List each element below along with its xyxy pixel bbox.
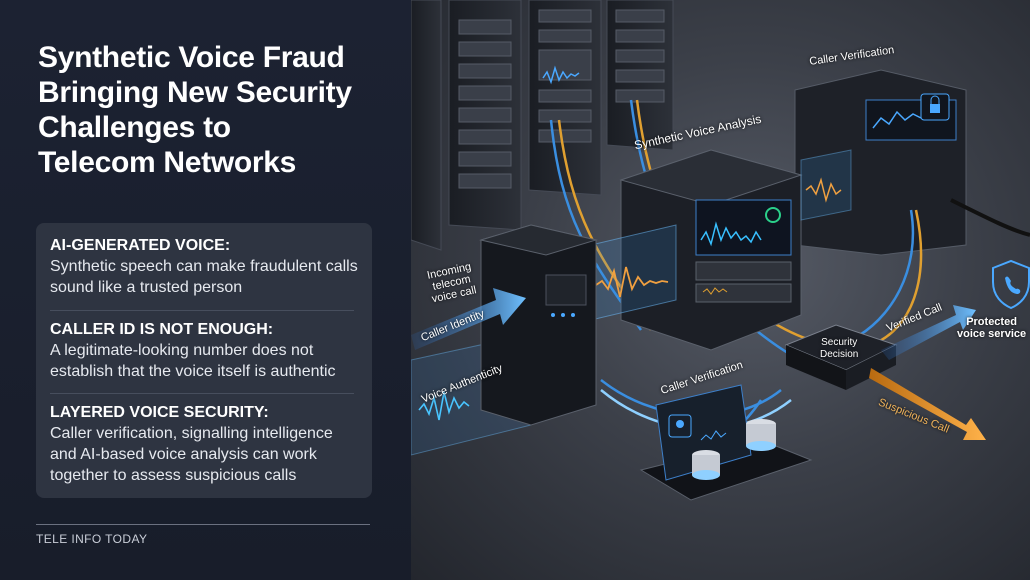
voice-analysis-server xyxy=(619,149,803,351)
network-illustration: Caller Verification Synthetic Voice Anal… xyxy=(411,0,1030,580)
incoming-arrow xyxy=(411,288,526,350)
key-point-title: CALLER ID IS NOT ENOUGH: xyxy=(50,321,274,338)
key-point-body: Caller verification, signalling intellig… xyxy=(50,425,333,484)
voice-waveforms xyxy=(411,149,852,456)
label-protected-service: Protected voice service xyxy=(957,316,1026,340)
label-line: voice service xyxy=(957,328,1027,340)
brand-name: TELE INFO TODAY xyxy=(36,532,148,546)
key-point-body: Synthetic speech can make fraudulent cal… xyxy=(50,258,358,296)
label-line: Decision xyxy=(820,349,859,360)
title-line: Telecom Networks xyxy=(38,146,297,179)
page-title: Synthetic Voice Fraud Bringing New Secur… xyxy=(38,40,398,180)
label-line: Protected xyxy=(966,316,1017,328)
text-panel: Synthetic Voice Fraud Bringing New Secur… xyxy=(0,0,411,580)
user-icon xyxy=(668,414,692,438)
key-point-title: AI-GENERATED VOICE: xyxy=(50,237,231,254)
security-decision-box xyxy=(784,324,898,390)
verification-console xyxy=(639,384,813,501)
verified-arrow xyxy=(881,305,976,360)
label-security-decision: Security Decision xyxy=(820,337,858,361)
phone-shield-icon xyxy=(992,259,1030,310)
title-line: Challenges to xyxy=(38,111,231,144)
title-line: Synthetic Voice Fraud xyxy=(38,41,345,74)
key-point: CALLER ID IS NOT ENOUGH: A legitimate-lo… xyxy=(50,320,360,382)
database-icon xyxy=(692,419,776,480)
key-point: AI-GENERATED VOICE: Synthetic speech can… xyxy=(50,236,360,298)
illustration-graphic xyxy=(411,0,1030,501)
footer-divider xyxy=(36,524,370,525)
key-points-card: AI-GENERATED VOICE: Synthetic speech can… xyxy=(36,223,372,498)
divider xyxy=(50,393,354,394)
divider xyxy=(50,310,354,311)
key-point: LAYERED VOICE SECURITY: Caller verificat… xyxy=(50,403,360,486)
title-line: Bringing New Security xyxy=(38,76,352,109)
label-line: Security xyxy=(821,337,858,348)
gateway-device xyxy=(479,224,598,426)
server-racks xyxy=(411,0,967,256)
key-point-title: LAYERED VOICE SECURITY: xyxy=(50,404,269,421)
suspicious-arrow xyxy=(869,368,986,440)
key-point-body: A legitimate-looking number does not est… xyxy=(50,342,336,380)
